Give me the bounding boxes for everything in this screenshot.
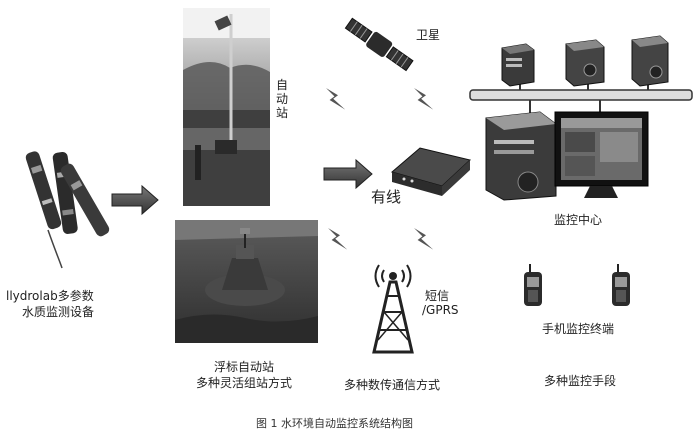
buoy-label-line2: 多种灵活组站方式	[196, 376, 293, 390]
mobile-terminal-label: 手机监控终端	[542, 322, 615, 336]
buoy-station-photo	[175, 220, 318, 343]
satellite-icon	[344, 17, 414, 72]
hydrolab-label-line1: llydrolab多参数	[6, 289, 94, 303]
buoy-label-line1: 浮标自动站	[214, 360, 275, 374]
server-icon	[565, 39, 605, 87]
mobile-phone-icon	[612, 264, 630, 306]
multiparameter-probe-icon	[25, 151, 110, 269]
server-icon	[501, 43, 535, 87]
mobile-phone-icon	[524, 264, 542, 306]
arrow-sensors-to-station-icon	[111, 184, 159, 216]
auto-station-label: 自动站	[276, 78, 289, 120]
radio-tower-icon	[372, 264, 414, 354]
sms-label-line1: 短信	[425, 289, 450, 303]
transmission-label: 多种数传通信方式	[344, 378, 441, 392]
satellite-label: 卫星	[416, 28, 441, 42]
wired-label: 有线	[371, 188, 402, 206]
figure-caption: 图 1 水环境自动监控系统结构图	[256, 417, 413, 430]
workstation-icon	[485, 111, 649, 201]
hydrolab-label-line2: 水质监测设备	[22, 305, 95, 319]
arrow-wired-icon	[323, 158, 373, 190]
monitoring-center-label: 监控中心	[554, 213, 603, 227]
server-icon	[631, 35, 669, 87]
network-bus-icon	[469, 80, 693, 118]
sms-label-line2: /GPRS	[422, 303, 459, 317]
router-icon	[390, 147, 472, 196]
monitoring-means-label: 多种监控手段	[544, 374, 617, 388]
auto-station-photo	[183, 8, 270, 206]
